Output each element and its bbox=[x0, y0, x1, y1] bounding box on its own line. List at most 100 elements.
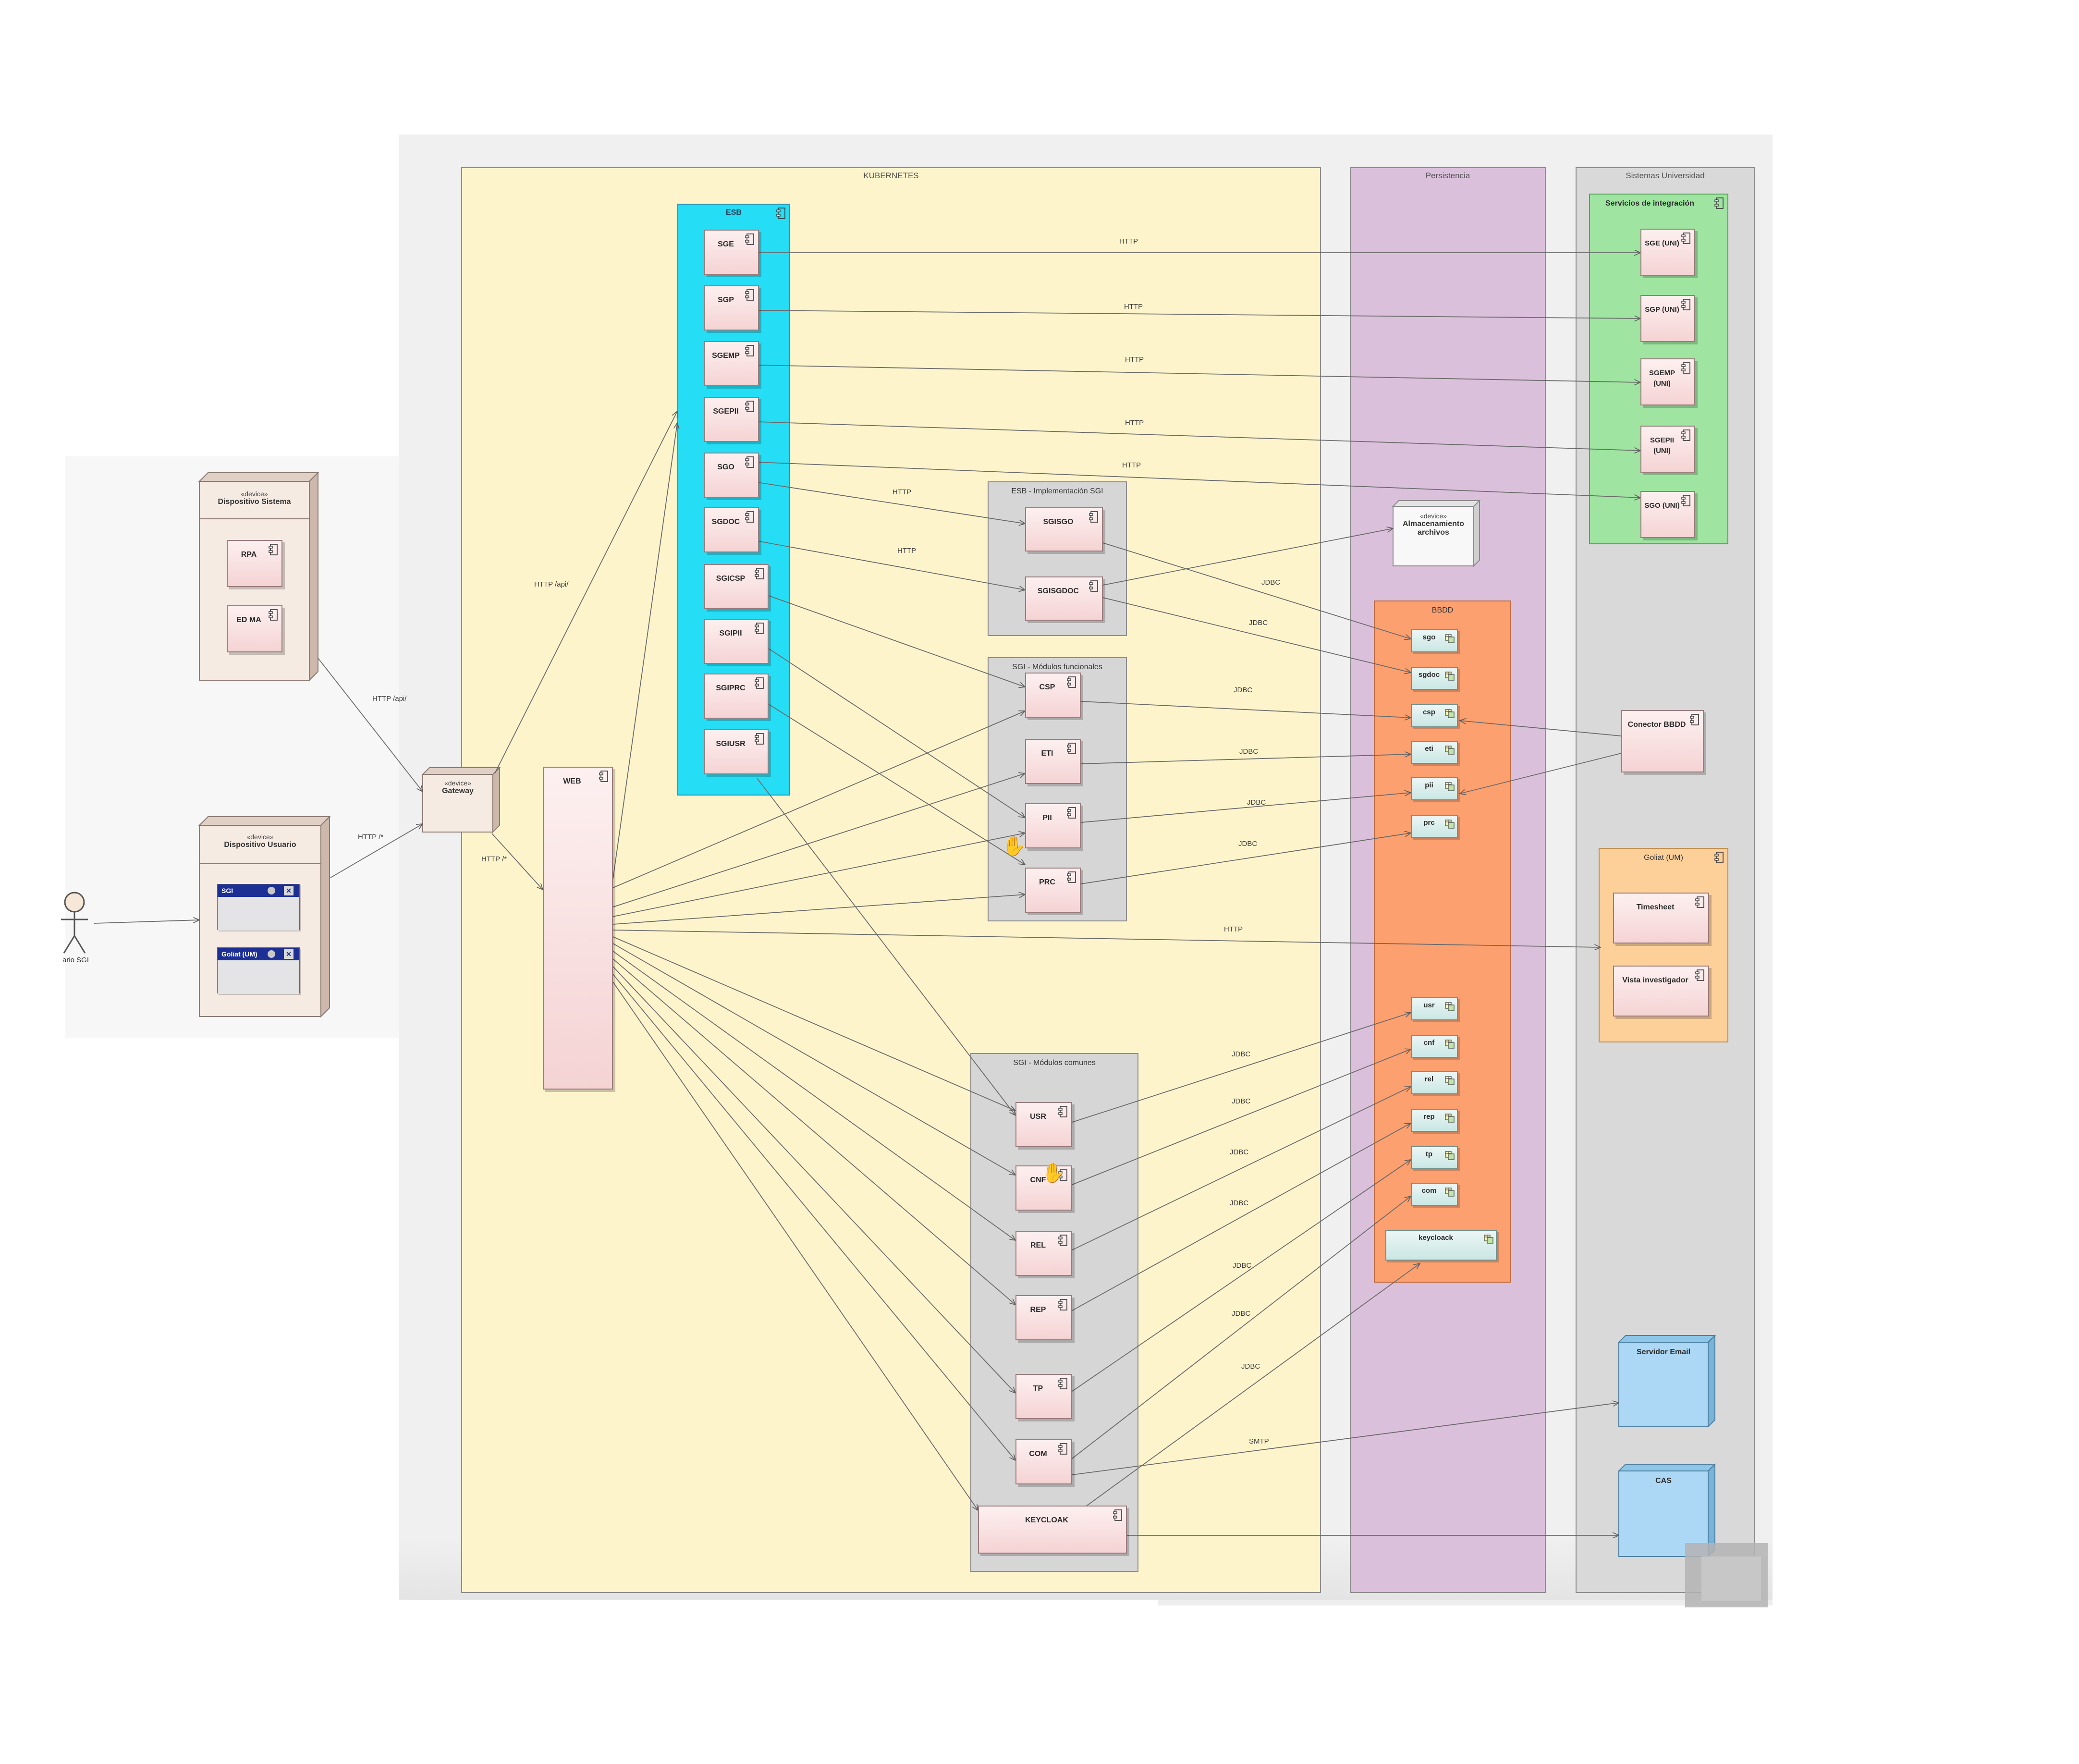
comun-component-cnf-label: CNF bbox=[1030, 1176, 1046, 1184]
close-icon[interactable]: ✕ bbox=[284, 949, 294, 959]
stereotype-label: «device» bbox=[241, 490, 268, 498]
bbdd-table-sgo[interactable]: sgo bbox=[1411, 629, 1458, 652]
bbdd-table-pii-label: pii bbox=[1425, 781, 1433, 789]
component-icon bbox=[599, 771, 608, 782]
database-table-icon bbox=[1445, 709, 1455, 718]
component-icon bbox=[1067, 871, 1076, 883]
component-icon bbox=[1058, 1443, 1067, 1455]
bbdd-table-usr[interactable]: usr bbox=[1411, 997, 1458, 1020]
component-icon bbox=[1067, 807, 1076, 819]
servicio-component-1-label: SGP (UNI) bbox=[1645, 306, 1679, 314]
servidor-email-node bbox=[1617, 1334, 1716, 1428]
component-icon bbox=[1058, 1299, 1067, 1311]
bbdd-table-csp[interactable]: csp bbox=[1411, 704, 1458, 727]
component-icon bbox=[745, 233, 754, 245]
esb-component-sgicsp[interactable]: SGICSP bbox=[704, 564, 769, 609]
comun-component-cnf[interactable]: CNF bbox=[1015, 1165, 1072, 1211]
edge-label-http-all-1: HTTP /* bbox=[358, 833, 384, 841]
timesheet-component[interactable]: Timesheet bbox=[1613, 893, 1709, 943]
comun-component-rel[interactable]: REL bbox=[1015, 1231, 1072, 1276]
comun-component-tp-label: TP bbox=[1033, 1384, 1043, 1393]
component-icon bbox=[1714, 197, 1724, 209]
comun-component-rep[interactable]: REP bbox=[1015, 1295, 1072, 1340]
edge-label-http-sgisgo: HTTP bbox=[893, 488, 912, 496]
servicio-component-3[interactable]: SGEPII (UNI) bbox=[1640, 426, 1695, 473]
esb-component-sgipii[interactable]: SGIPII bbox=[704, 619, 769, 664]
esb-component-sgemp-label: SGEMP bbox=[712, 352, 740, 360]
bbdd-table-keycloack[interactable]: keycloack bbox=[1385, 1230, 1497, 1261]
servicio-component-4[interactable]: SGO (UNI) bbox=[1640, 491, 1695, 538]
close-icon[interactable]: ✕ bbox=[284, 886, 294, 895]
window-sgi[interactable]: SGI ✕ bbox=[217, 884, 300, 931]
database-table-icon bbox=[1445, 1114, 1455, 1123]
persistencia-title: Persistencia bbox=[1425, 171, 1470, 180]
servicio-component-1[interactable]: SGP (UNI) bbox=[1640, 295, 1695, 342]
comun-component-usr[interactable]: USR bbox=[1015, 1102, 1072, 1147]
database-table-icon bbox=[1445, 1151, 1455, 1160]
edge-label-http-sgemp: HTTP bbox=[1125, 355, 1144, 364]
esb-component-sgiprc[interactable]: SGIPRC bbox=[704, 674, 769, 719]
bbdd-table-sgdoc[interactable]: sgdoc bbox=[1411, 667, 1458, 690]
rpa-component-label: RPA bbox=[241, 551, 257, 559]
servicio-component-2[interactable]: SGEMP (UNI) bbox=[1640, 358, 1695, 405]
bbdd-table-tp-label: tp bbox=[1425, 1150, 1433, 1158]
almacenamiento-node bbox=[1392, 499, 1481, 567]
bbdd-table-eti-label: eti bbox=[1425, 745, 1433, 753]
servicio-component-0[interactable]: SGE (UNI) bbox=[1640, 229, 1695, 276]
esb-component-sgdoc[interactable]: SGDOC bbox=[704, 507, 759, 552]
minimize-icon[interactable] bbox=[268, 887, 275, 894]
esb-component-sgemp[interactable]: SGEMP bbox=[704, 341, 759, 386]
funcional-component-prc[interactable]: PRC bbox=[1025, 868, 1081, 913]
edge-label-jdbc-eti: JDBC bbox=[1239, 747, 1259, 756]
esb-component-sge[interactable]: SGE bbox=[704, 230, 759, 275]
bbdd-table-tp[interactable]: tp bbox=[1411, 1146, 1458, 1169]
bbdd-table-rel[interactable]: rel bbox=[1411, 1071, 1458, 1094]
database-table-icon bbox=[1445, 1040, 1455, 1049]
dispositivo-usuario-header: «device» Dispositivo Usuario bbox=[199, 833, 321, 849]
component-icon bbox=[269, 544, 278, 555]
comun-component-com[interactable]: COM bbox=[1015, 1439, 1072, 1484]
database-table-icon bbox=[1445, 1076, 1455, 1085]
bbdd-table-prc-label: prc bbox=[1423, 819, 1435, 827]
funcional-component-prc-label: PRC bbox=[1039, 878, 1055, 886]
bbdd-table-cnf[interactable]: cnf bbox=[1411, 1035, 1458, 1058]
hand-cursor-icon: ✋ bbox=[1002, 836, 1026, 857]
kubernetes-title: KUBERNETES bbox=[863, 171, 919, 180]
ed-ma-component[interactable]: ED MA bbox=[227, 605, 282, 652]
funcional-component-eti[interactable]: ETI bbox=[1025, 739, 1081, 784]
impl-component-sgisgo[interactable]: SGISGO bbox=[1025, 507, 1103, 551]
esb-component-sgo-label: SGO bbox=[717, 463, 734, 471]
bbdd-table-rep[interactable]: rep bbox=[1411, 1109, 1458, 1132]
component-icon bbox=[1113, 1509, 1122, 1521]
keycloak-component[interactable]: KEYCLOAK bbox=[978, 1506, 1127, 1554]
esb-component-sgo[interactable]: SGO bbox=[704, 453, 759, 498]
window-goliat[interactable]: Goliat (UM) ✕ bbox=[217, 947, 300, 994]
esb-component-sgiusr[interactable]: SGIUSR bbox=[704, 729, 769, 774]
vista-investigador-component[interactable]: Vista investigador bbox=[1613, 966, 1709, 1017]
esb-component-sgepii[interactable]: SGEPII bbox=[704, 397, 759, 442]
database-table-icon bbox=[1445, 1002, 1455, 1011]
funcional-component-csp-label: CSP bbox=[1039, 683, 1055, 691]
database-table-icon bbox=[1445, 820, 1455, 829]
bbdd-table-eti[interactable]: eti bbox=[1411, 741, 1458, 764]
bbdd-table-usr-label: usr bbox=[1423, 1001, 1435, 1009]
funcional-component-pii[interactable]: PII bbox=[1025, 803, 1081, 848]
web-component[interactable]: WEB bbox=[543, 767, 613, 1090]
bbdd-table-com[interactable]: com bbox=[1411, 1183, 1458, 1206]
edge-label-jdbc-pii: JDBC bbox=[1247, 798, 1266, 807]
impl-component-sgisgdoc[interactable]: SGISGDOC bbox=[1025, 576, 1103, 621]
bbdd-table-pii[interactable]: pii bbox=[1411, 777, 1458, 800]
rpa-component[interactable]: RPA bbox=[227, 540, 282, 587]
minimize-icon[interactable] bbox=[268, 950, 275, 958]
component-icon bbox=[1690, 714, 1699, 725]
bbdd-table-sgdoc-label: sgdoc bbox=[1418, 671, 1440, 679]
bbdd-table-prc[interactable]: prc bbox=[1411, 815, 1458, 838]
comun-component-tp[interactable]: TP bbox=[1015, 1374, 1072, 1419]
scroll-thumb bbox=[1685, 1543, 1768, 1607]
impl-component-sgisgo-label: SGISGO bbox=[1043, 518, 1074, 526]
esb-impl-title: ESB - Implementación SGI bbox=[1011, 487, 1103, 495]
conector-bbdd-component[interactable]: Conector BBDD bbox=[1621, 710, 1704, 772]
esb-component-sgp[interactable]: SGP bbox=[704, 285, 759, 331]
funcional-component-csp[interactable]: CSP bbox=[1025, 673, 1081, 718]
edge-label-jdbc-usr: JDBC bbox=[1232, 1050, 1251, 1058]
